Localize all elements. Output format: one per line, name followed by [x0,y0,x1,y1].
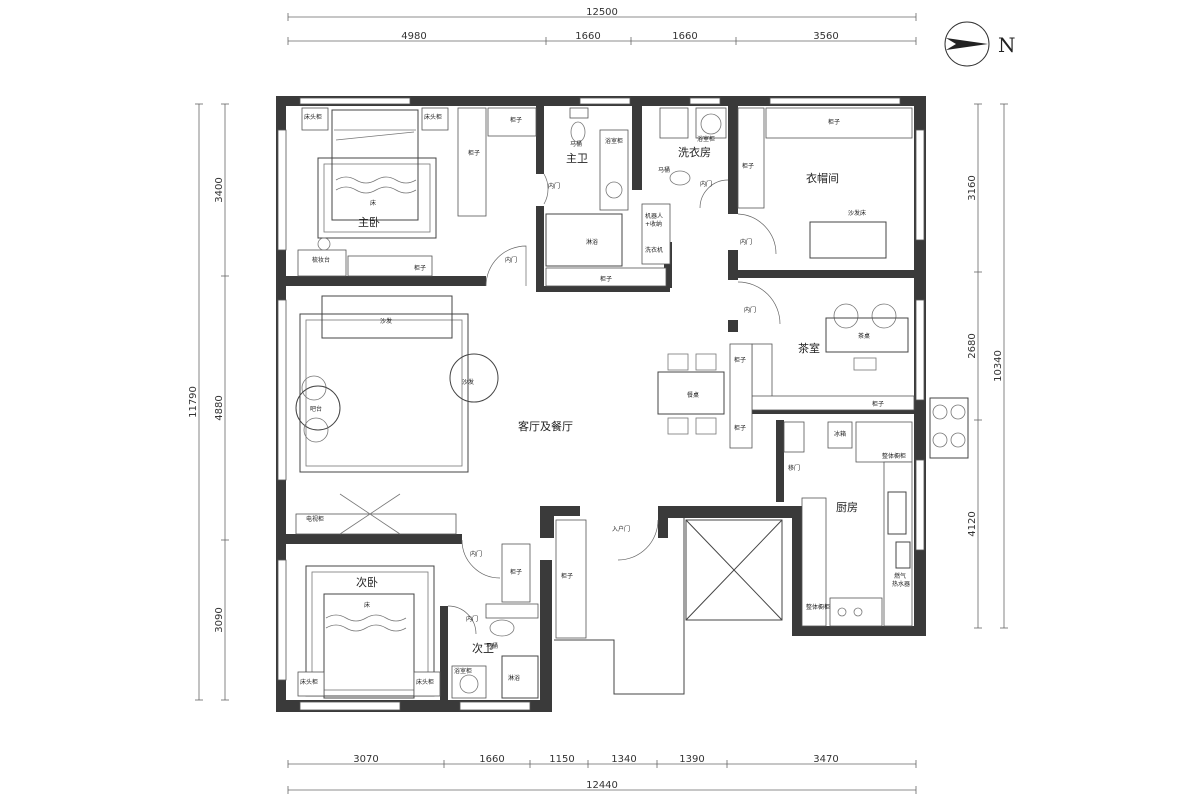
dim-left-total: 11790 [188,386,199,418]
toilet-label: 马桶 [570,140,582,148]
toilet-label: 马桶 [658,166,670,174]
room-cloakroom: 衣帽间 [806,171,839,185]
sofa-label: 沙发 [462,378,474,386]
misc-labels: 柜子 内门 [520,276,532,284]
room-living-dining: 客厅及餐厅 [518,419,573,433]
room-master-bedroom: 主卧 [358,216,380,229]
dim-right-3: 4120 [967,511,978,536]
cabinet-label: 柜子 [742,162,754,170]
second-bedroom: 次卧 床 床头柜 床头柜 内门 柜子 [297,539,531,699]
master-bath: 马桶 主卫 浴室柜 淋浴 内门 柜子 [543,107,667,287]
toilet-label: 马桶 [486,642,498,650]
sliding-door-label: 移门 [788,464,800,472]
door-label: 内门 [700,180,712,188]
cabinet-label: 柜子 [828,118,840,126]
dim-top-total: 12500 [586,7,618,18]
room-tearoom: 茶室 [798,341,820,355]
dimension-right: 3160 2680 4120 10340 [967,103,1008,629]
cloakroom: 柜子 柜子 衣帽间 沙发床 内门 [737,107,913,259]
nightstand-label: 床头柜 [416,678,434,686]
dim-right-2: 2680 [967,333,978,358]
vanity-label: 浴室柜 [697,135,715,143]
door-label: 内门 [744,306,756,314]
door-label: 内门 [740,238,752,246]
shower-label: 淋浴 [508,674,520,682]
dining-table-label: 餐桌 [687,391,699,399]
elevator-shaft: 入户门 柜子 [554,518,783,695]
sofa-label: 沙发 [380,317,392,325]
cabinet-label: 柜子 [734,424,746,432]
master-bedroom: 床头柜 床头柜 床 主卧 梳妆台 柜子 柜子 柜子 内门 [297,107,537,287]
dim-bottom-3: 1150 [549,754,574,765]
dresser-label: 梳妆台 [312,256,330,264]
cabinet-label: 柜子 [510,568,522,576]
cabinet-label: 柜子 [414,264,426,272]
cabinet-label: 柜子 [468,149,480,157]
dim-top-4: 3560 [813,31,838,42]
dim-top-1: 4980 [401,31,426,42]
room-second-bath: 次卫 [472,641,494,655]
door-label: 内门 [470,550,482,558]
nightstand-label: 床头柜 [424,113,442,121]
washer-label: 洗衣机 [645,246,663,254]
dim-bottom-1: 3070 [353,754,378,765]
dim-bottom-total: 12440 [586,780,618,791]
dimension-bottom: 3070 1660 1150 1340 1390 3470 12440 [287,754,917,794]
bar-label: 吧台 [310,405,322,413]
room-laundry: 洗衣房 [678,145,711,159]
room-second-bedroom: 次卧 [356,575,378,589]
dim-left-3: 3090 [214,607,225,632]
tearoom: 内门 茶桌 茶室 柜子 柜子 柜子 [729,281,915,449]
cabinet-label: 柜子 [600,275,612,283]
integrated-cabinet-label: 整体橱柜 [882,452,906,460]
dim-right-total: 10340 [993,350,1004,382]
dim-top-2: 1660 [575,31,600,42]
cabinet-label: 柜子 [872,400,884,408]
room-master-bath: 主卫 [566,152,588,165]
gas-heater-label: 燃气 [894,572,906,580]
robot-label-2: +收纳 [645,220,662,228]
dim-left-2: 4880 [214,395,225,420]
dim-top-3: 1660 [672,31,697,42]
nightstand-label: 床头柜 [304,113,322,121]
second-bath: 内门 马桶 次卫 浴室柜 淋浴 [447,603,539,699]
shower-label: 淋浴 [586,238,598,246]
kitchen: 冰箱 整体橱柜 移门 厨房 整体橱柜 燃气 热水器 [783,397,969,627]
dim-bottom-5: 1390 [679,754,704,765]
dimension-top: 12500 4980 1660 1660 3560 [287,7,917,45]
cabinet-label: 柜子 [510,116,522,124]
sofa-bed-label: 沙发床 [848,209,866,217]
north-label: N [998,33,1016,57]
robot-label: 机器人 [645,212,663,220]
tea-table-label: 茶桌 [858,332,870,340]
vanity-label: 浴室柜 [605,137,623,145]
living-dining: 沙发 吧台 沙发 客厅及餐厅 餐桌 电视柜 [295,295,725,535]
bed-label: 床 [364,601,370,609]
dim-right-1: 3160 [967,175,978,200]
cabinet-label: 柜子 [734,356,746,364]
compass: N [944,21,1016,67]
room-kitchen: 厨房 [836,501,858,514]
door-label: 内门 [548,182,560,190]
tv-cabinet-label: 电视柜 [306,515,324,523]
windows [277,97,925,711]
gas-heater-label: 热水器 [892,580,910,588]
dim-bottom-6: 3470 [813,754,838,765]
dim-bottom-2: 1660 [479,754,504,765]
dim-left-1: 3400 [214,177,225,202]
vanity-label: 浴室柜 [454,667,472,675]
entry-door-label: 入户门 [612,525,630,533]
fridge-label: 冰箱 [834,430,846,438]
laundry-room: 浴室柜 洗衣房 马桶 机器人 +收纳 洗衣机 内门 [641,107,729,265]
integrated-cabinet-label: 整体橱柜 [806,603,830,611]
dim-bottom-4: 1340 [611,754,636,765]
cabinet-label: 柜子 [561,572,573,580]
door-label: 内门 [466,615,478,623]
door-label: 内门 [505,256,517,264]
bed-label: 床 [370,199,376,207]
nightstand-label: 床头柜 [300,678,318,686]
dimension-left: 11790 3400 4880 3090 [188,103,229,701]
